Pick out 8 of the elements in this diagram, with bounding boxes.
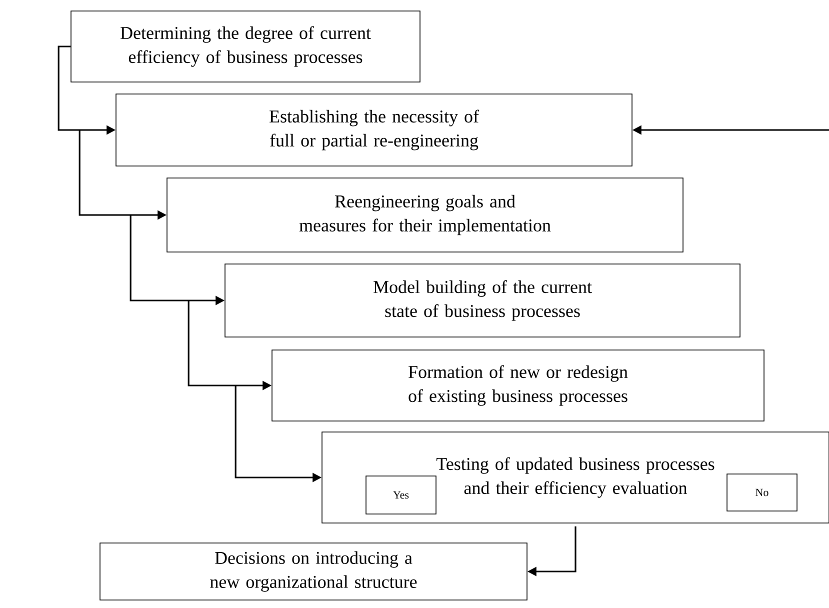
process-box: Decisions on introducing a new organizational structure xyxy=(100,542,528,600)
option-box: No xyxy=(726,474,798,512)
process-box: Formation of new or redesign of existing business processes xyxy=(272,350,764,422)
process-box: Determining the degree of current efficiency of business processes xyxy=(70,10,420,82)
process-box: Establishing the necessity of full or partial re-engineering xyxy=(116,94,632,166)
process-box: Model building of the current state of business processes xyxy=(224,264,740,338)
option-box: Yes xyxy=(366,476,436,514)
process-box: Reengineering goals and measures for their implementation xyxy=(166,178,684,252)
